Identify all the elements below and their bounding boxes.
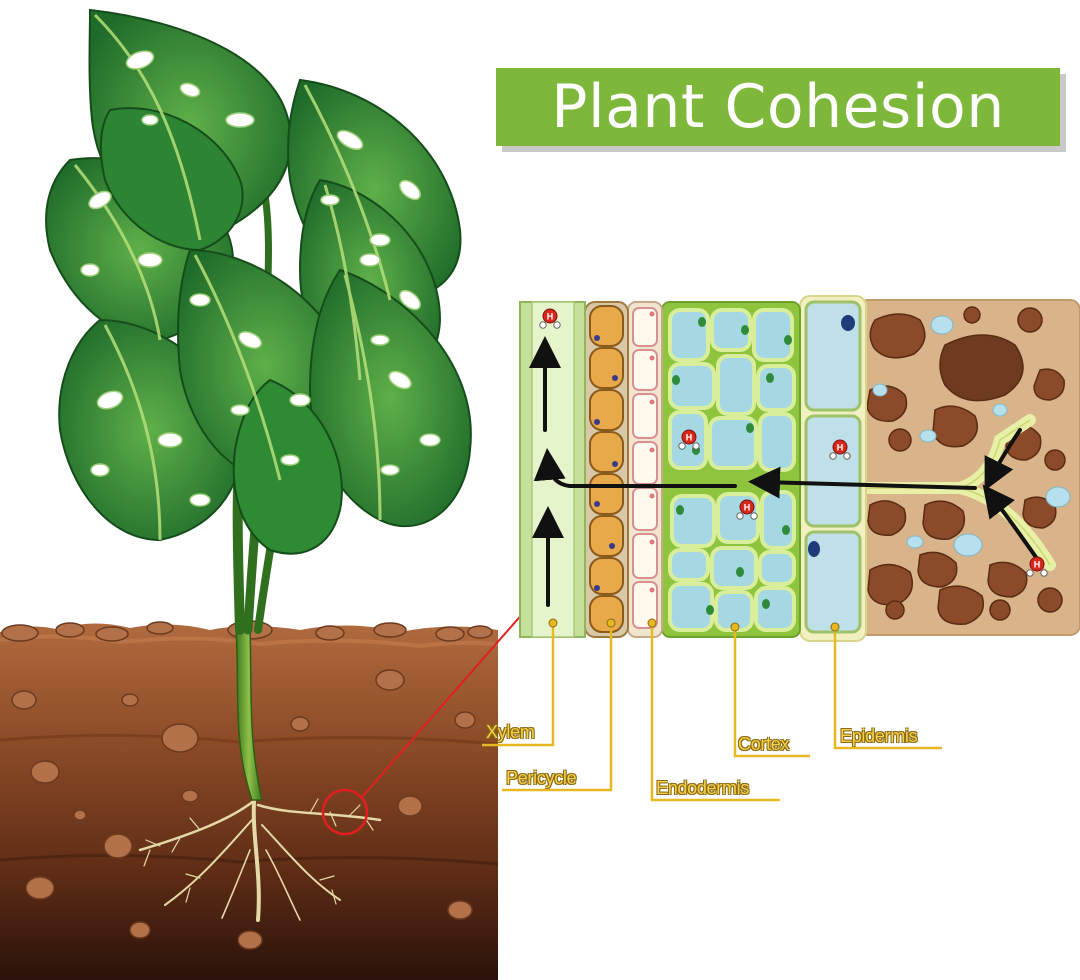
title-banner: Plant Cohesion <box>496 68 1060 146</box>
epidermis-cells <box>806 302 860 632</box>
pericycle-cells <box>590 306 623 632</box>
cortex-cells <box>670 310 794 630</box>
label-epidermis: Epidermis <box>840 726 917 747</box>
plant-leaves <box>46 10 471 554</box>
page-title: Plant Cohesion <box>551 77 1004 137</box>
root-cross-section <box>520 296 1080 641</box>
label-endodermis: Endodermis <box>656 778 749 799</box>
label-xylem: Xylem <box>486 722 535 743</box>
label-cortex: Cortex <box>738 734 789 755</box>
label-pericycle: Pericycle <box>506 768 576 789</box>
